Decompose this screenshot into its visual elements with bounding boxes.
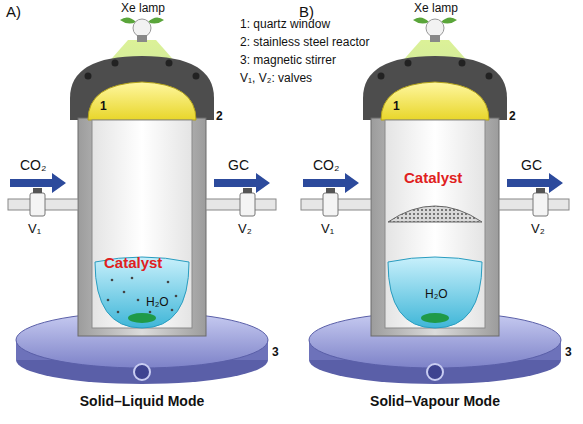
particle [137,299,140,302]
panel-letter: B) [299,4,314,21]
reactor-b [301,17,569,384]
lamp-label: Xe lamp [121,2,165,15]
particle [117,311,120,314]
particle [107,299,110,302]
callout-number: 1 [100,100,107,113]
mode-caption: Solid–Liquid Mode [80,394,204,409]
gas-label: CO₂ [313,158,339,173]
particle [111,279,114,282]
valve-label: V₁ [321,222,334,236]
water-label: H₂O [146,296,169,309]
valve-label: V₂ [238,222,252,236]
particle [131,277,134,280]
legend-note: V₁, V₂: valves [240,72,312,85]
gas-label: GC [521,158,542,173]
catalyst-label: Catalyst [404,170,462,187]
legend-note: 1: quartz window [240,18,330,31]
callout-number: 1 [393,100,400,113]
lamp-label: Xe lamp [414,2,458,15]
catalyst-label: Catalyst [104,255,162,272]
gas-label: GC [228,158,249,173]
callout-number: 3 [565,346,572,359]
particle [171,309,174,312]
legend-note: 2: stainless steel reactor [240,36,369,49]
particle [123,291,126,294]
callout-number: 3 [272,346,279,359]
callout-number: 2 [216,110,223,123]
particle [167,281,170,284]
valve-label: V₂ [531,222,545,236]
valve-label: V₁ [28,222,41,236]
mode-caption: Solid–Vapour Mode [370,394,500,409]
panel-letter: A) [6,4,21,21]
particle [175,295,178,298]
water-label: H₂O [425,288,448,301]
gas-label: CO₂ [20,158,46,173]
reactor-a [8,17,276,384]
catalyst-particles [107,277,178,314]
legend-note: 3: magnetic stirrer [240,54,336,67]
particle [149,311,152,314]
callout-number: 2 [509,110,516,123]
catalyst-mesh [388,206,482,222]
